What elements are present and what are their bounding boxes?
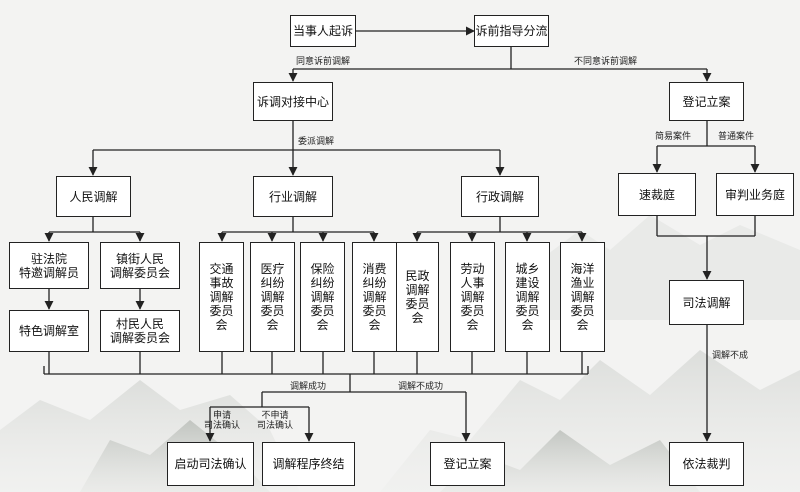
marine-committee-box: 海洋 渔业 调解 委员 会 [560, 242, 605, 352]
village-committee-box: 村民人民 调解委员会 [100, 310, 180, 352]
industry-mediation-box: 行业调解 [253, 176, 333, 217]
traffic-committee-label: 交通 事故 调解 委员 会 [209, 262, 234, 332]
special-room-label: 特色调解室 [18, 324, 79, 338]
plaintiff-sues-box: 当事人起诉 [290, 15, 356, 47]
pre-suit-guidance-label: 诉前指导分流 [475, 24, 548, 38]
failure-label: 调解不成功 [398, 382, 444, 392]
judicial-mediation-label: 司法调解 [682, 295, 731, 310]
people-mediation-box: 人民调解 [56, 176, 131, 217]
agree-label: 同意诉前调解 [296, 57, 351, 67]
delegate-label: 委派调解 [298, 137, 335, 147]
simple-case-label: 简易案件 [655, 132, 692, 142]
medical-committee-label: 医疗 纠纷 调解 委员 会 [260, 262, 285, 332]
apply-label: 申请 司法确认 [204, 411, 241, 431]
street-committee-box: 镇街人民 调解委员会 [100, 242, 180, 289]
disagree-label: 不同意诉前调解 [574, 57, 638, 67]
start-confirmation-box: 启动司法确认 [167, 442, 254, 486]
end-procedure-label: 调解程序终结 [272, 457, 345, 471]
urban-rural-committee-label: 城乡 建设 调解 委员 会 [515, 262, 540, 332]
plaintiff-sues-label: 当事人起诉 [292, 24, 353, 38]
traffic-committee-box: 交通 事故 调解 委员 会 [199, 242, 244, 352]
trial-court-label: 审判业务庭 [724, 187, 785, 202]
insurance-committee-label: 保险 纠纷 调解 委员 会 [310, 262, 335, 332]
end-procedure-box: 调解程序终结 [262, 442, 355, 486]
summary-court-label: 速裁庭 [638, 187, 675, 202]
court-mediator-box: 驻法院 特邀调解员 [9, 242, 89, 289]
judicial-mediation-box: 司法调解 [669, 280, 744, 325]
mediation-failed-label: 调解不成 [712, 351, 749, 361]
medical-committee-box: 医疗 纠纷 调解 委员 会 [250, 242, 295, 352]
mediation-center-label: 诉调对接中心 [256, 94, 329, 109]
consumer-committee-label: 消费 纠纷 调解 委员 会 [362, 262, 387, 332]
village-committee-label: 村民人民 调解委员会 [109, 317, 170, 345]
labor-committee-box: 劳动 人事 调解 委员 会 [450, 242, 495, 352]
special-room-box: 特色调解室 [9, 310, 89, 352]
register-case-bottom-box: 登记立案 [430, 442, 505, 486]
admin-mediation-box: 行政调解 [461, 176, 539, 217]
judgment-box: 依法裁判 [669, 442, 744, 486]
not-apply-label: 不申请 司法确认 [257, 411, 294, 431]
consumer-committee-box: 消费 纠纷 调解 委员 会 [352, 242, 397, 352]
register-case-bottom-label: 登记立案 [443, 457, 492, 471]
insurance-committee-box: 保险 纠纷 调解 委员 会 [300, 242, 345, 352]
court-mediator-label: 驻法院 特邀调解员 [18, 251, 79, 280]
start-confirmation-label: 启动司法确认 [174, 457, 247, 471]
civil-affairs-committee-label: 民政 调解 委员 会 [405, 269, 430, 325]
people-mediation-label: 人民调解 [69, 189, 118, 204]
trial-court-box: 审判业务庭 [716, 173, 794, 216]
street-committee-label: 镇街人民 调解委员会 [109, 251, 170, 280]
register-case-top-label: 登记立案 [682, 94, 731, 109]
urban-rural-committee-box: 城乡 建设 调解 委员 会 [505, 242, 550, 352]
summary-court-box: 速裁庭 [618, 173, 696, 216]
judgment-label: 依法裁判 [682, 457, 731, 471]
pre-suit-guidance-box: 诉前指导分流 [474, 15, 549, 47]
success-label: 调解成功 [290, 382, 327, 392]
labor-committee-label: 劳动 人事 调解 委员 会 [460, 262, 485, 332]
industry-mediation-label: 行业调解 [268, 189, 317, 204]
civil-affairs-committee-box: 民政 调解 委员 会 [396, 242, 439, 352]
admin-mediation-label: 行政调解 [475, 189, 524, 204]
mediation-center-box: 诉调对接中心 [253, 82, 333, 121]
register-case-top-box: 登记立案 [669, 82, 744, 121]
ordinary-case-label: 普通案件 [718, 132, 755, 142]
marine-committee-label: 海洋 渔业 调解 委员 会 [570, 262, 595, 332]
